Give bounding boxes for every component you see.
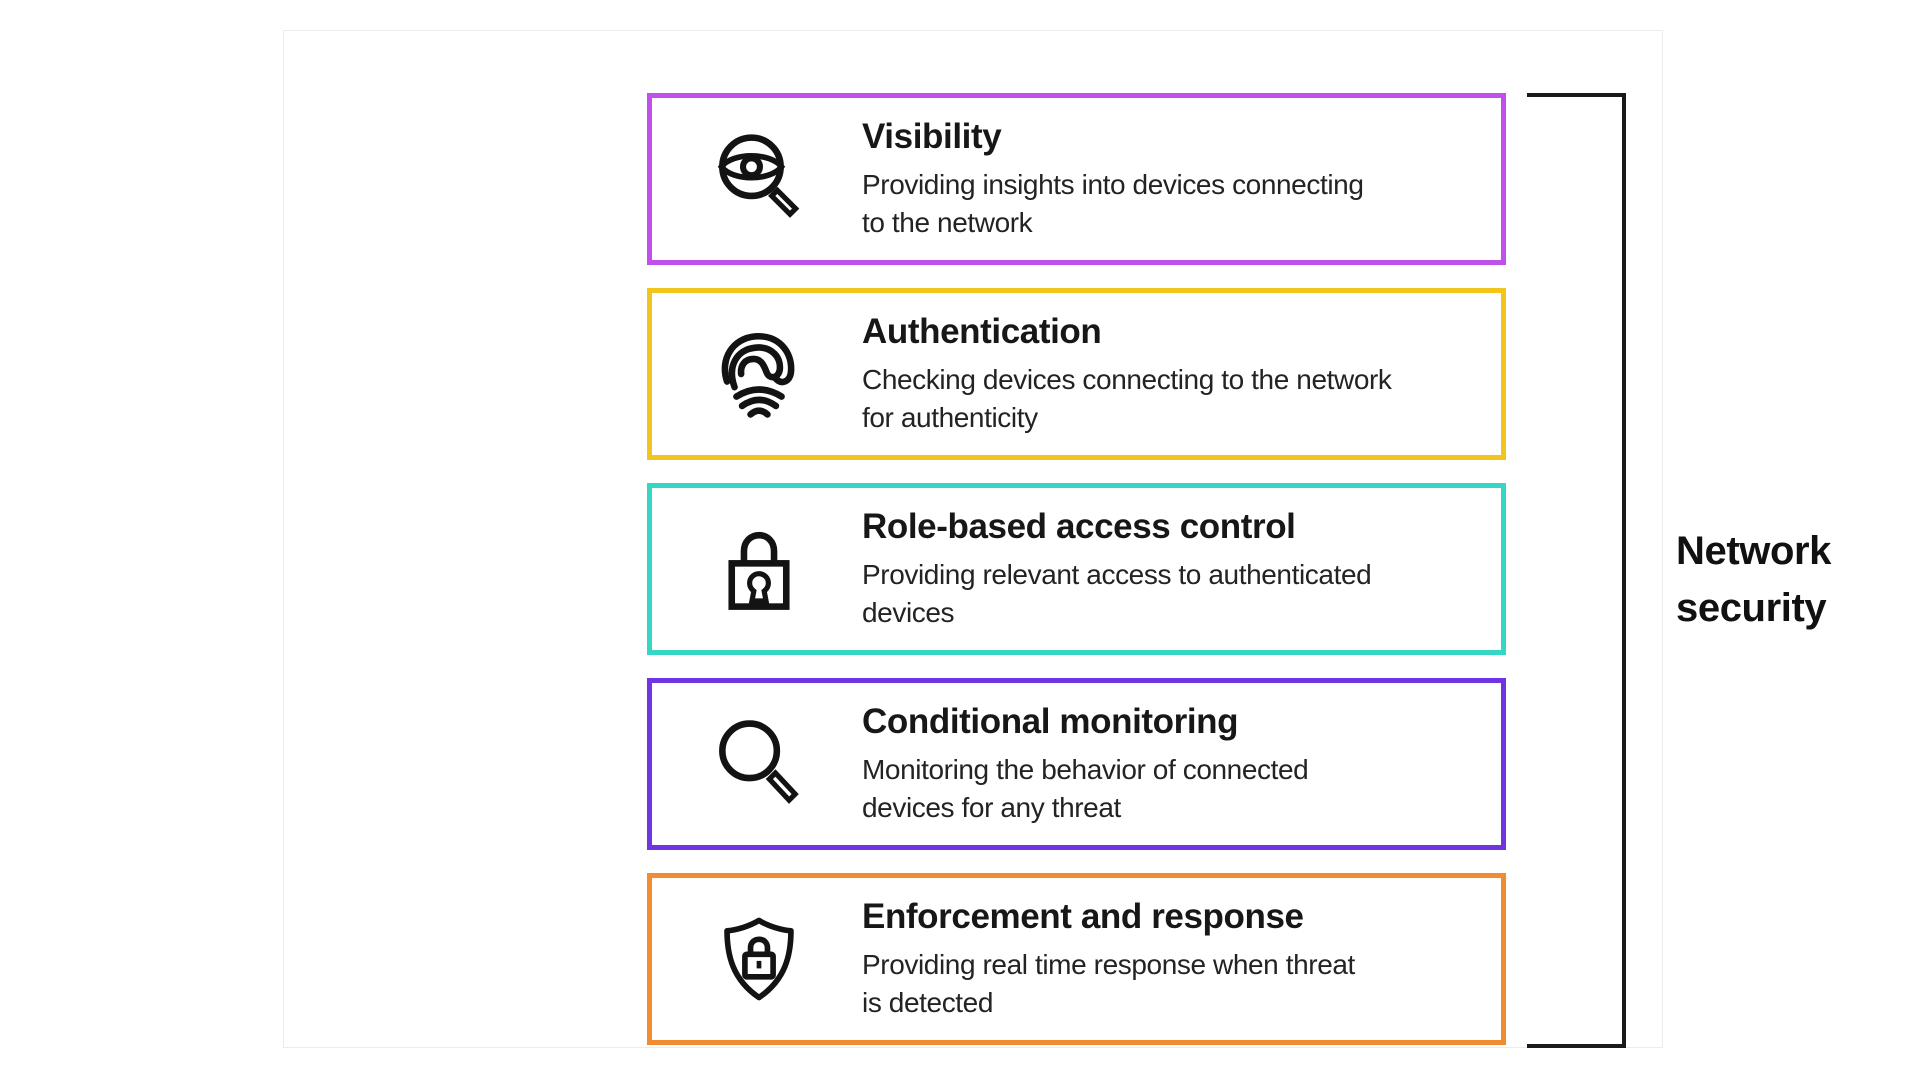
layer-row-authentication: Authentication Checking devices connecti… (647, 288, 1506, 460)
layer-row-conditional-monitoring: Conditional monitoring Monitoring the be… (647, 678, 1506, 850)
layer-row-enforcement-and-response: Enforcement and response Providing real … (647, 873, 1506, 1045)
padlock-icon (712, 514, 806, 624)
layer-description: Checking devices connecting to the netwo… (862, 363, 1392, 433)
magnifier-icon (712, 709, 806, 819)
layer-row-visibility: Visibility Providing insights into devic… (647, 93, 1506, 265)
layer-text-block: Role-based access control Providing rele… (862, 506, 1372, 632)
group-label: Network security (1676, 529, 1832, 630)
magnifier-eye-icon (712, 124, 806, 234)
layer-title: Enforcement and response (862, 896, 1304, 936)
layer-description: Providing real time response when threat… (862, 948, 1355, 1018)
layer-title: Authentication (862, 311, 1102, 351)
layer-title: Role-based access control (862, 506, 1296, 546)
layer-description: Providing insights into devices connecti… (862, 168, 1364, 238)
layer-text-block: Conditional monitoring Monitoring the be… (862, 701, 1309, 827)
layer-title: Conditional monitoring (862, 701, 1239, 741)
security-layers-list: Visibility Providing insights into devic… (647, 93, 1506, 1045)
layer-description: Monitoring the behavior of connected dev… (862, 753, 1309, 823)
layer-text-block: Visibility Providing insights into devic… (862, 117, 1364, 242)
fingerprint-icon (712, 319, 806, 429)
layer-row-role-based-access-control: Role-based access control Providing rele… (647, 483, 1506, 655)
content-card: Visibility Providing insights into devic… (283, 30, 1831, 1048)
layer-description: Providing relevant access to authenticat… (862, 558, 1372, 628)
grouping-bracket (1527, 93, 1626, 1048)
shield-lock-icon (712, 904, 806, 1014)
layer-text-block: Authentication Checking devices connecti… (862, 312, 1392, 437)
layer-text-block: Enforcement and response Providing real … (862, 897, 1355, 1022)
layer-title: Visibility (862, 116, 1002, 156)
